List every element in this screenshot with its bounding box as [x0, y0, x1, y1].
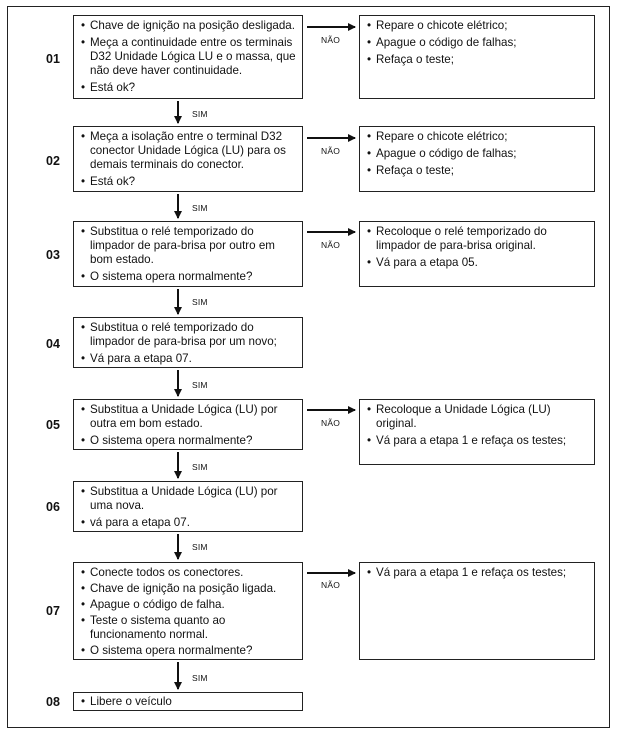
instruction: Meça a continuidade entre os terminais D… — [81, 36, 297, 78]
yes-label: SIM — [192, 109, 208, 119]
instruction: Vá para a etapa 1 e refaça os testes; — [367, 566, 589, 580]
step-box: Substitua o relé temporizado do limpador… — [73, 317, 303, 368]
instruction: Libere o veículo — [81, 695, 297, 709]
instruction: O sistema opera normalmente? — [81, 434, 297, 448]
instruction: O sistema opera normalmente? — [81, 644, 297, 658]
instruction: Conecte todos os conectores. — [81, 566, 297, 580]
instruction: Está ok? — [81, 81, 297, 95]
step-box: Meça a isolação entre o terminal D32 con… — [73, 126, 303, 192]
step-number: 04 — [46, 337, 60, 351]
step-number: 07 — [46, 604, 60, 618]
yes-label: SIM — [192, 542, 208, 552]
instruction: Recoloque o relé temporizado do limpador… — [367, 225, 589, 253]
instruction: Apague o código de falha. — [81, 598, 297, 612]
instruction: Substitua o relé temporizado do limpador… — [81, 225, 297, 267]
instruction: Refaça o teste; — [367, 53, 589, 67]
yes-label: SIM — [192, 203, 208, 213]
instruction: Apague o código de falhas; — [367, 147, 589, 161]
instruction: Meça a isolação entre o terminal D32 con… — [81, 130, 297, 172]
instruction: Substitua a Unidade Lógica (LU) por outr… — [81, 403, 297, 431]
instruction: Vá para a etapa 1 e refaça os testes; — [367, 434, 589, 448]
yes-label: SIM — [192, 462, 208, 472]
no-action-box: Repare o chicote elétrico; Apague o códi… — [359, 126, 595, 192]
yes-label: SIM — [192, 673, 208, 683]
instruction: Está ok? — [81, 175, 297, 189]
step-box: Chave de ignição na posição desligada. M… — [73, 15, 303, 99]
instruction: vá para a etapa 07. — [81, 516, 297, 530]
step-number: 03 — [46, 248, 60, 262]
no-label: NÃO — [321, 146, 341, 156]
no-action-box: Recoloque o relé temporizado do limpador… — [359, 221, 595, 287]
instruction: O sistema opera normalmente? — [81, 270, 297, 284]
diagram-frame — [7, 6, 610, 728]
instruction: Teste o sistema quanto ao funcionamento … — [81, 614, 297, 642]
instruction: Apague o código de falhas; — [367, 36, 589, 50]
instruction: Substitua o relé temporizado do limpador… — [81, 321, 297, 349]
no-label: NÃO — [321, 580, 341, 590]
step-box: Substitua a Unidade Lógica (LU) por outr… — [73, 399, 303, 450]
no-label: NÃO — [321, 418, 341, 428]
instruction: Repare o chicote elétrico; — [367, 19, 589, 33]
step-number: 02 — [46, 154, 60, 168]
no-action-box: Vá para a etapa 1 e refaça os testes; — [359, 562, 595, 660]
step-box: Conecte todos os conectores. Chave de ig… — [73, 562, 303, 660]
step-number: 08 — [46, 695, 60, 709]
instruction: Chave de ignição na posição desligada. — [81, 19, 297, 33]
step-box: Substitua a Unidade Lógica (LU) por uma … — [73, 481, 303, 532]
step-box: Substitua o relé temporizado do limpador… — [73, 221, 303, 287]
no-action-box: Repare o chicote elétrico; Apague o códi… — [359, 15, 595, 99]
instruction: Vá para a etapa 05. — [367, 256, 589, 270]
no-action-box: Recoloque a Unidade Lógica (LU) original… — [359, 399, 595, 465]
step-number: 01 — [46, 52, 60, 66]
instruction: Recoloque a Unidade Lógica (LU) original… — [367, 403, 589, 431]
step-box: Libere o veículo — [73, 692, 303, 711]
no-label: NÃO — [321, 240, 341, 250]
instruction: Substitua a Unidade Lógica (LU) por uma … — [81, 485, 297, 513]
instruction: Refaça o teste; — [367, 164, 589, 178]
yes-label: SIM — [192, 380, 208, 390]
step-number: 06 — [46, 500, 60, 514]
instruction: Repare o chicote elétrico; — [367, 130, 589, 144]
step-number: 05 — [46, 418, 60, 432]
instruction: Chave de ignição na posição ligada. — [81, 582, 297, 596]
no-label: NÃO — [321, 35, 341, 45]
yes-label: SIM — [192, 297, 208, 307]
instruction: Vá para a etapa 07. — [81, 352, 297, 366]
